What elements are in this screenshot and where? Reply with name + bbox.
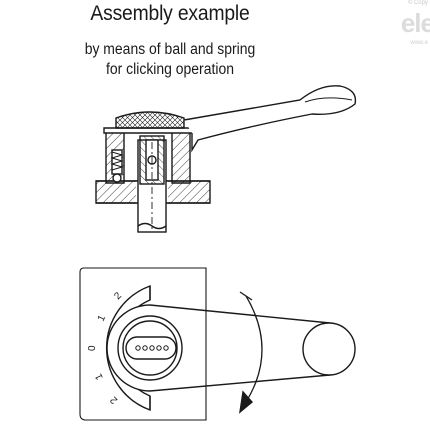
ball-detent-holes — [135, 345, 169, 351]
dial-mark-1-lower: 1 — [93, 371, 106, 381]
subtitle-line-1: by means of ball and spring — [84, 41, 256, 58]
mounting-plate-outline — [79, 267, 207, 421]
dial-mark-1-upper: 1 — [96, 313, 109, 323]
lever-hub — [103, 111, 193, 232]
dial-mark-2-lower: 2 — [108, 394, 120, 406]
watermark-logo: ele — [400, 8, 430, 38]
diagram-title: Assembly example — [90, 2, 250, 25]
copyright-text: © Copy — [407, 0, 428, 6]
diagram-subtitle: by means of ball and spring for clicking… — [17, 40, 323, 80]
dial-mark-0: 0 — [87, 345, 98, 351]
lever-arm — [183, 85, 357, 153]
dial-mark-2-upper: 2 — [112, 290, 124, 302]
watermark-url: www.e — [410, 40, 428, 46]
lever-plan — [106, 304, 356, 392]
subtitle-line-2: for clicking operation — [106, 61, 234, 78]
rotation-arrow-icon — [239, 291, 263, 414]
lever-knob — [302, 322, 356, 376]
side-section-view — [95, 85, 357, 233]
top-plan-view: 2 1 0 1 2 — [79, 267, 356, 421]
